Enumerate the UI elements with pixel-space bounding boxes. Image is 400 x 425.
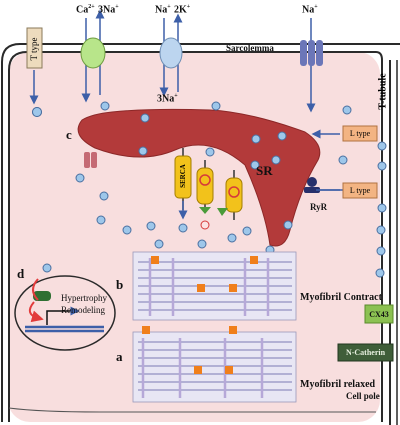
sr-calcium-channel	[84, 152, 97, 168]
remodeling-label: Remodeling	[61, 305, 105, 315]
na-channel	[300, 40, 323, 66]
sarcolemma-outer	[1, 43, 400, 422]
label-b: b	[116, 277, 124, 292]
n-catherin	[337, 343, 394, 362]
ion-na-label: Na+	[155, 4, 171, 16]
n-catherin-label: N-Catherin	[345, 348, 386, 357]
cx43-label: CX43	[369, 309, 389, 319]
ion-na-right-label: Na+	[302, 4, 318, 16]
l-type-channel-2	[316, 182, 378, 199]
serca-pump-1	[174, 148, 192, 220]
t-type-channel	[26, 27, 43, 69]
label-d: d	[17, 266, 25, 281]
myofibril-contract-label: Myofibril Contract	[300, 292, 382, 303]
sarcoplasmic-reticulum	[77, 108, 321, 247]
ryr-label: RyR	[310, 202, 328, 212]
label-a: a	[116, 349, 123, 364]
serca-pump-3	[217, 170, 243, 220]
l-type-label-2: L type	[349, 186, 371, 195]
na-k-pump	[159, 37, 183, 69]
na-ca-exchanger	[80, 37, 106, 69]
sarcolemma-inner	[8, 51, 383, 422]
serca-label: SERCA	[179, 164, 187, 188]
l-type-label-1: L type	[349, 129, 371, 138]
t-type-label: T type	[29, 37, 39, 61]
ion-2k-label: 2K+	[174, 4, 191, 16]
cell-pole-label: Cell pole	[346, 391, 380, 401]
sarcolemma-label: Sarcolemma	[226, 43, 274, 53]
ion-3na-bottom-label: 3Na+	[157, 93, 178, 105]
label-c: c	[66, 127, 72, 142]
ion-calcium-label: Ca2+	[76, 4, 95, 16]
t-tubule-label: T-tubule	[377, 73, 389, 110]
nucleus-gene-regulation	[14, 275, 116, 351]
l-type-channel-1	[311, 125, 378, 142]
myofibril-contract	[132, 251, 297, 321]
serca-pump-2	[196, 160, 214, 230]
myofibril-relaxed-label: Myofibril relaxed	[300, 379, 376, 390]
cx43-connexin	[364, 304, 394, 324]
ion-3na-label: 3Na+	[98, 4, 119, 16]
hypertrophy-label: Hypertrophy	[61, 293, 107, 303]
sr-label: SR	[256, 163, 273, 178]
myofibril-relaxed	[132, 326, 297, 403]
